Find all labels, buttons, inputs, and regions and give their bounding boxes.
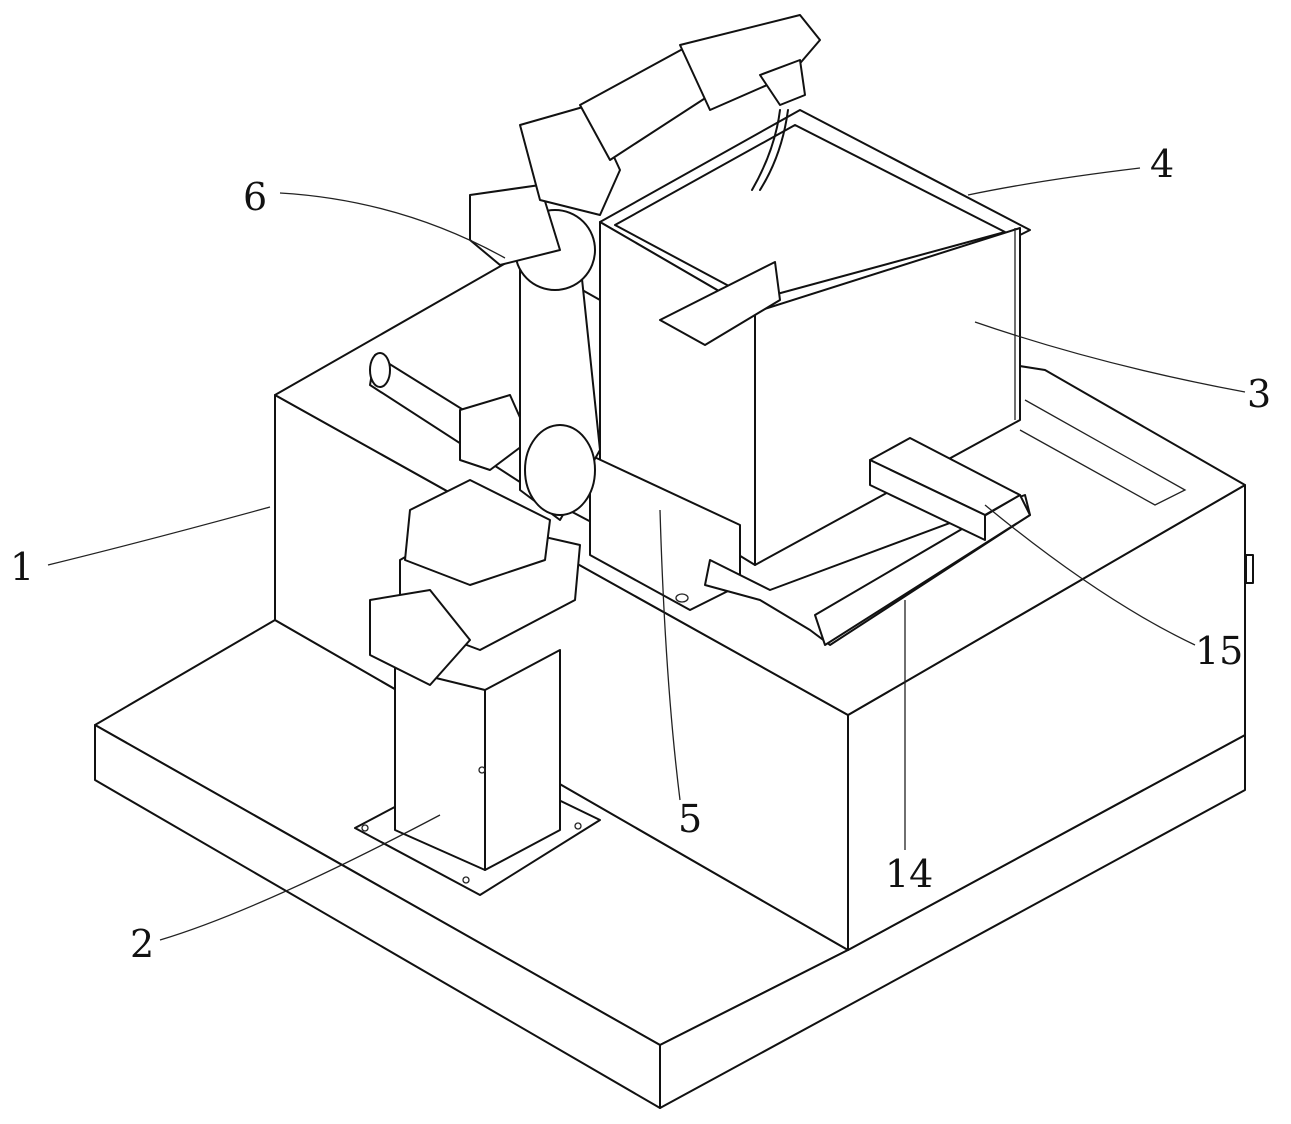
- label-3: 3: [1247, 375, 1271, 413]
- label-6: 6: [243, 178, 267, 216]
- label-14: 14: [885, 855, 933, 893]
- label-5: 5: [678, 800, 702, 838]
- label-15: 15: [1195, 632, 1243, 670]
- label-2: 2: [130, 925, 154, 963]
- label-1: 1: [10, 548, 34, 586]
- label-4: 4: [1150, 145, 1174, 183]
